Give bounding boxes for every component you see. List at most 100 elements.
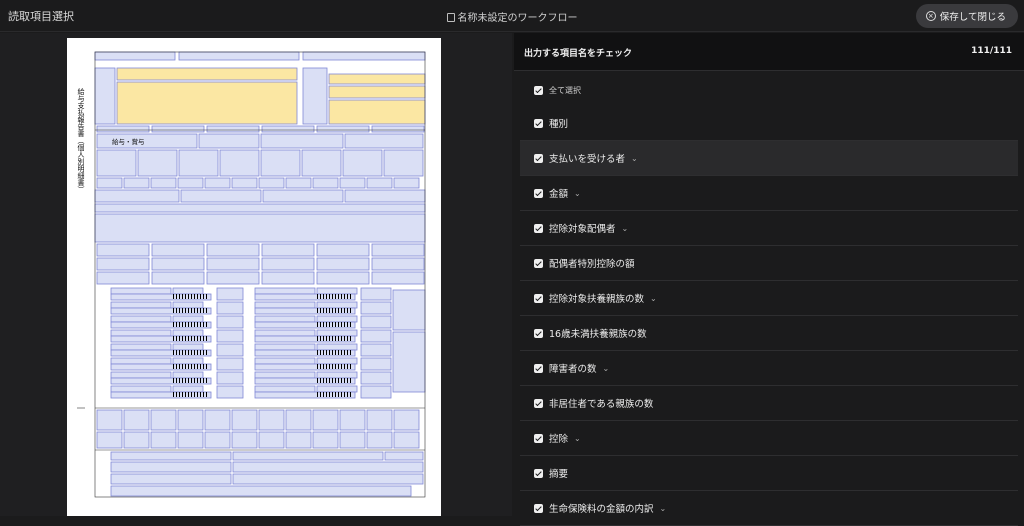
form-digit-tick	[335, 308, 336, 313]
form-digit-tick	[200, 350, 201, 355]
form-digit-tick	[329, 336, 330, 341]
form-digit-tick	[179, 364, 180, 369]
form-digit-tick	[350, 392, 351, 397]
form-vertical-title: 給与支払報告書（個人別明細書）	[77, 87, 85, 193]
form-digit-tick	[200, 364, 201, 369]
form-cell	[110, 329, 172, 337]
selected-count: 111/111	[971, 46, 1012, 56]
checkbox-checked-icon[interactable]	[534, 118, 543, 128]
form-digit-tick	[341, 378, 342, 383]
form-digit-tick	[344, 322, 345, 327]
checkbox-checked-icon[interactable]	[534, 258, 543, 268]
form-digit-tick	[176, 378, 177, 383]
form-digit-tick	[206, 392, 207, 397]
form-cell	[198, 133, 260, 149]
form-cell	[177, 409, 204, 431]
form-cell	[316, 357, 358, 365]
form-digit-tick	[197, 392, 198, 397]
checkbox-checked-icon[interactable]	[534, 293, 543, 303]
form-cell	[254, 377, 356, 385]
form-digit-tick	[206, 322, 207, 327]
checkbox-checked-icon[interactable]	[534, 363, 543, 373]
form-digit-tick	[341, 336, 342, 341]
checkbox-checked-icon[interactable]	[534, 398, 543, 408]
form-cell	[110, 451, 232, 461]
form-cell	[344, 133, 424, 149]
form-cell	[123, 177, 150, 189]
field-item[interactable]: 控除⌄	[520, 421, 1018, 456]
save-and-close-button[interactable]: × 保存して閉じる	[915, 4, 1018, 28]
field-item[interactable]: 障害者の数⌄	[520, 351, 1018, 386]
form-digit-tick	[185, 336, 186, 341]
checkbox-checked-icon[interactable]	[534, 85, 543, 95]
document-viewer[interactable]: 給与支払報告書（個人別明細書） 給与・賞与	[0, 33, 512, 516]
form-cell	[150, 409, 177, 431]
form-digit-tick	[344, 392, 345, 397]
form-digit-tick	[317, 350, 318, 355]
checkbox-checked-icon[interactable]	[534, 503, 543, 513]
checkbox-checked-icon[interactable]	[534, 223, 543, 233]
form-cell	[360, 315, 392, 329]
checkbox-checked-icon[interactable]	[534, 328, 543, 338]
form-cell	[316, 125, 370, 133]
form-cell	[216, 371, 244, 385]
chevron-down-icon[interactable]: ⌄	[621, 223, 629, 233]
form-cell	[96, 133, 198, 149]
form-cell	[258, 409, 285, 431]
field-item[interactable]: 種別	[520, 106, 1018, 141]
chevron-down-icon[interactable]: ⌄	[574, 433, 581, 443]
field-item[interactable]: 摘要	[520, 456, 1018, 491]
form-digit-tick	[320, 350, 321, 355]
form-digit-tick	[176, 308, 177, 313]
chevron-down-icon[interactable]: ⌄	[602, 363, 610, 373]
form-digit-tick	[179, 392, 180, 397]
form-cell	[94, 51, 176, 61]
form-digit-tick	[326, 322, 327, 327]
form-digit-tick	[191, 336, 192, 341]
select-all-row[interactable]: 全て選択	[520, 73, 1018, 107]
form-digit-tick	[176, 350, 177, 355]
form-digit-tick	[179, 378, 180, 383]
form-cell	[123, 431, 150, 449]
form-digit-tick	[206, 336, 207, 341]
field-item[interactable]: 控除対象配偶者⌄	[520, 211, 1018, 246]
chevron-down-icon[interactable]: ⌄	[574, 188, 581, 198]
form-digit-tick	[320, 336, 321, 341]
form-cell	[110, 287, 172, 295]
form-cell	[150, 177, 177, 189]
field-item[interactable]: 支払いを受ける者⌄	[520, 141, 1018, 176]
chevron-down-icon[interactable]: ⌄	[650, 293, 657, 303]
form-cell	[258, 177, 285, 189]
form-cell	[116, 67, 298, 81]
checkbox-checked-icon[interactable]	[534, 468, 543, 478]
field-item[interactable]: 非居住者である親族の数	[520, 386, 1018, 421]
chevron-down-icon[interactable]: ⌄	[631, 153, 638, 163]
field-item-label: 種別	[549, 119, 569, 130]
form-digit-tick	[197, 350, 198, 355]
checkbox-checked-icon[interactable]	[534, 153, 543, 163]
form-digit-tick	[326, 350, 327, 355]
form-digit-tick	[320, 364, 321, 369]
field-item[interactable]: 配偶者特別控除の額	[520, 246, 1018, 281]
form-digit-tick	[323, 294, 324, 299]
form-digit-tick	[347, 336, 348, 341]
chevron-down-icon[interactable]: ⌄	[659, 503, 667, 513]
field-item[interactable]: 控除対象扶養親族の数⌄	[520, 281, 1018, 316]
checkbox-checked-icon[interactable]	[534, 433, 543, 443]
form-cell	[254, 343, 316, 351]
save-and-close-label: 保存して閉じる	[939, 12, 1006, 23]
form-cell	[172, 385, 204, 393]
form-cell	[254, 321, 356, 329]
form-cell	[254, 335, 356, 343]
form-cell	[312, 177, 339, 189]
form-cell	[206, 257, 260, 271]
checkbox-checked-icon[interactable]	[534, 188, 543, 198]
form-digit-tick	[191, 378, 192, 383]
field-item[interactable]: 16歳未満扶養親族の数	[520, 316, 1018, 351]
form-digit-tick	[194, 336, 195, 341]
form-digit-tick	[185, 294, 186, 299]
form-digit-tick	[194, 294, 195, 299]
workflow-title[interactable]: 名称未設定のワークフロー	[0, 9, 1024, 24]
field-item[interactable]: 生命保険料の金額の内訳⌄	[520, 491, 1018, 526]
field-item[interactable]: 金額⌄	[520, 176, 1018, 211]
